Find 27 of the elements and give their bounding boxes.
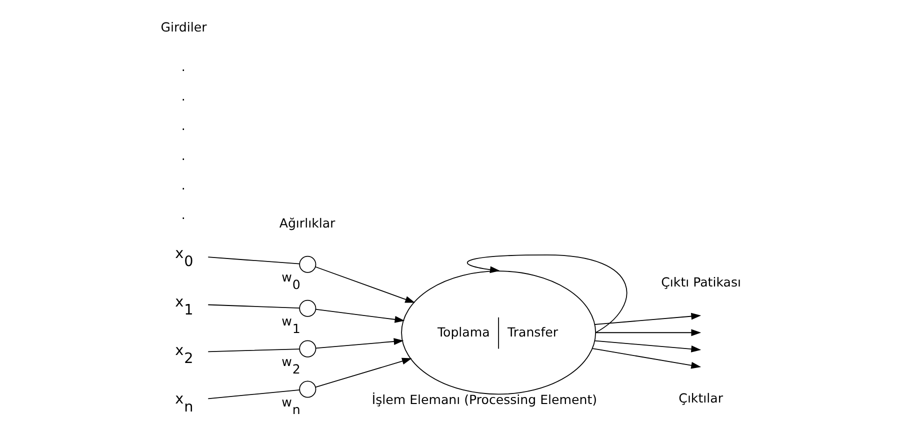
label: .: [181, 148, 186, 163]
label: Çıktılar: [678, 390, 723, 406]
arrow: [315, 266, 416, 303]
label: .: [181, 207, 186, 222]
arrow: [594, 340, 702, 352]
label: .: [181, 118, 186, 134]
node-circle: [299, 380, 316, 398]
arrow: [594, 312, 702, 325]
arrow: [592, 348, 702, 369]
connector: [208, 304, 300, 309]
node-circle: [299, 256, 316, 273]
node-circle: [299, 300, 316, 317]
arrow: [315, 338, 404, 349]
arrow: [315, 308, 405, 323]
label: Çıktı Patikası: [661, 274, 742, 290]
arrow: [595, 329, 702, 336]
connector: [208, 256, 300, 264]
node-circle: [299, 340, 316, 358]
connector: [208, 389, 300, 400]
label: Girdiler: [160, 19, 207, 34]
connector: [208, 348, 300, 352]
label: Ağırlıklar: [279, 215, 336, 230]
label: .: [181, 58, 186, 74]
node-label: İşlem Elemanı (Processing Element): [372, 392, 598, 408]
label: .: [181, 88, 186, 104]
arrow: [315, 358, 412, 388]
label: .: [181, 178, 186, 193]
